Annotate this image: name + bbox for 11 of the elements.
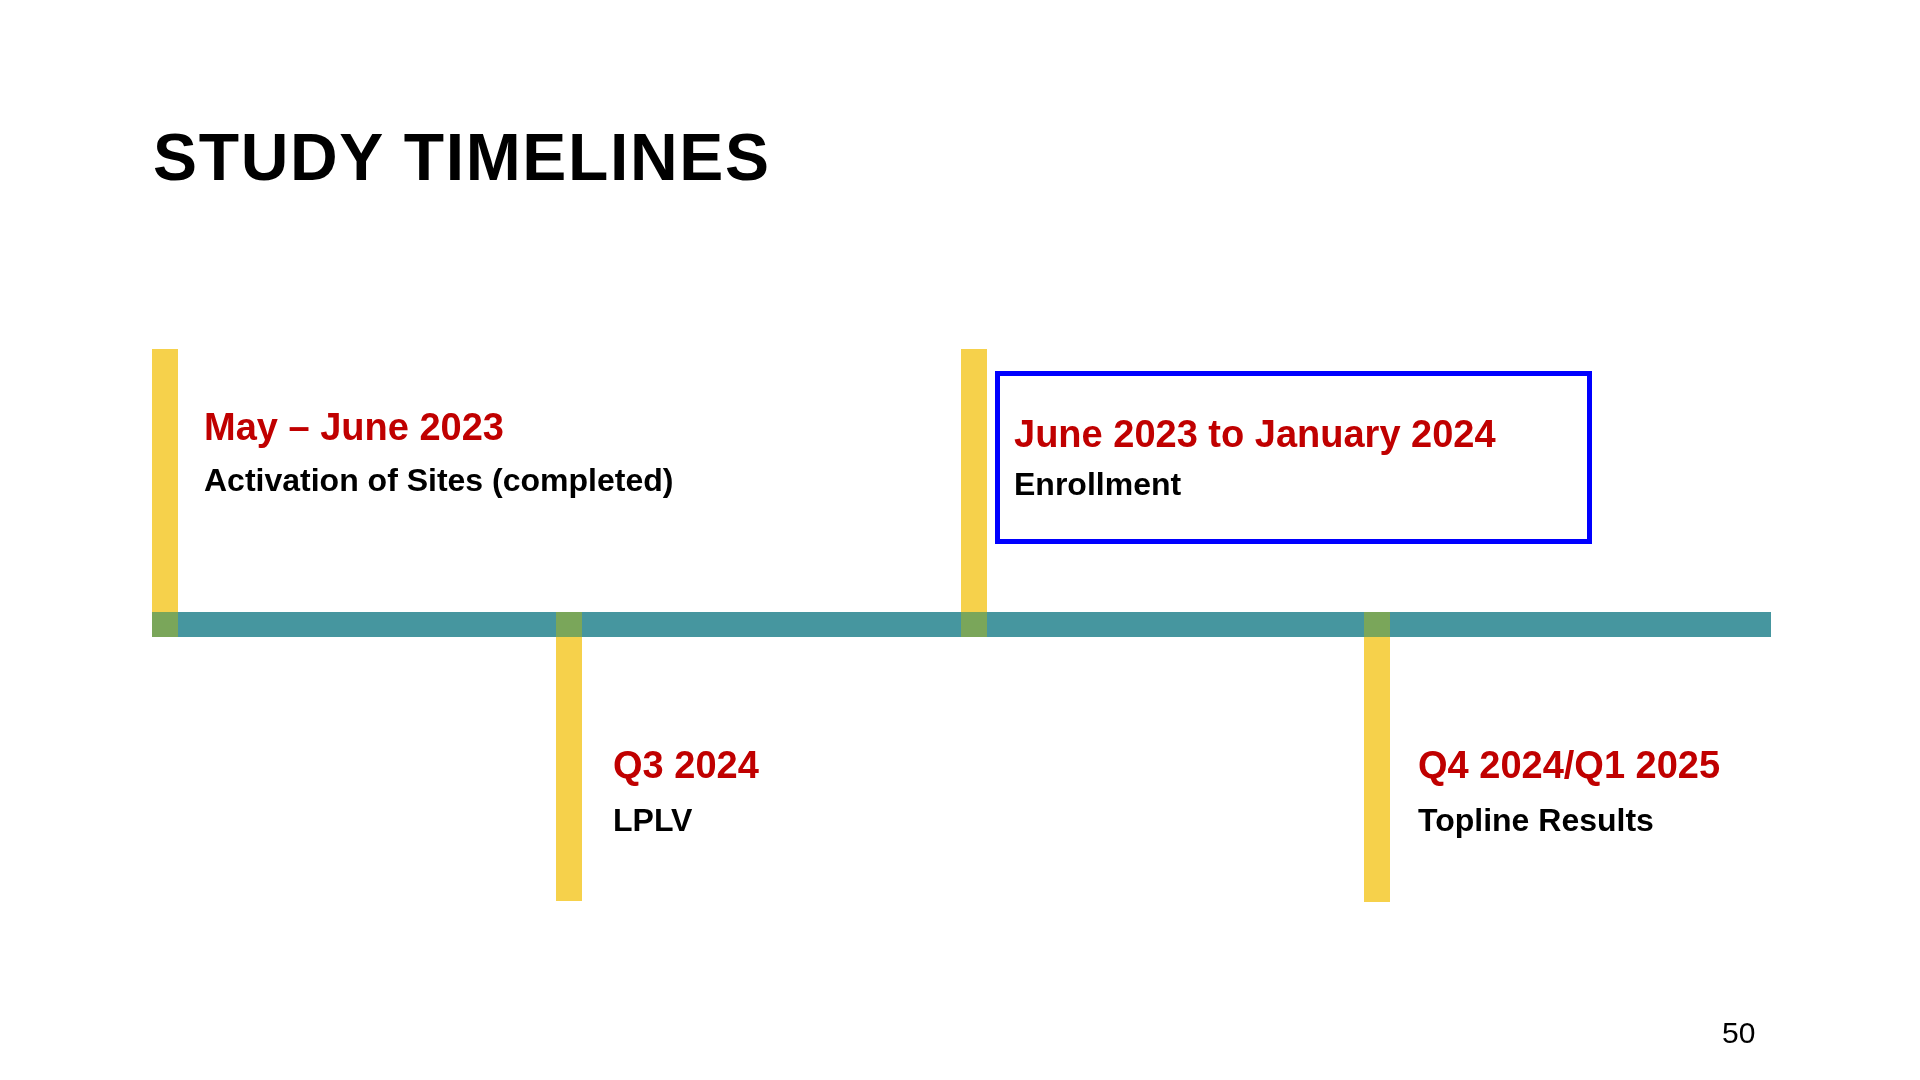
slide-title: STUDY TIMELINES <box>153 124 771 190</box>
milestone-date: Q4 2024/Q1 2025 <box>1418 743 1721 788</box>
milestone-description: Activation of Sites (completed) <box>204 461 674 500</box>
milestone-date: Q3 2024 <box>613 743 759 788</box>
highlight-box <box>995 371 1592 544</box>
milestone-date: May – June 2023 <box>204 405 504 450</box>
milestone-date: June 2023 to January 2024 <box>1014 411 1496 457</box>
milestone-description: Enrollment <box>1014 465 1182 505</box>
milestone-description: Topline Results <box>1418 801 1654 840</box>
milestone-description: LPLV <box>613 801 693 840</box>
page-number: 50 <box>1722 1015 1756 1051</box>
